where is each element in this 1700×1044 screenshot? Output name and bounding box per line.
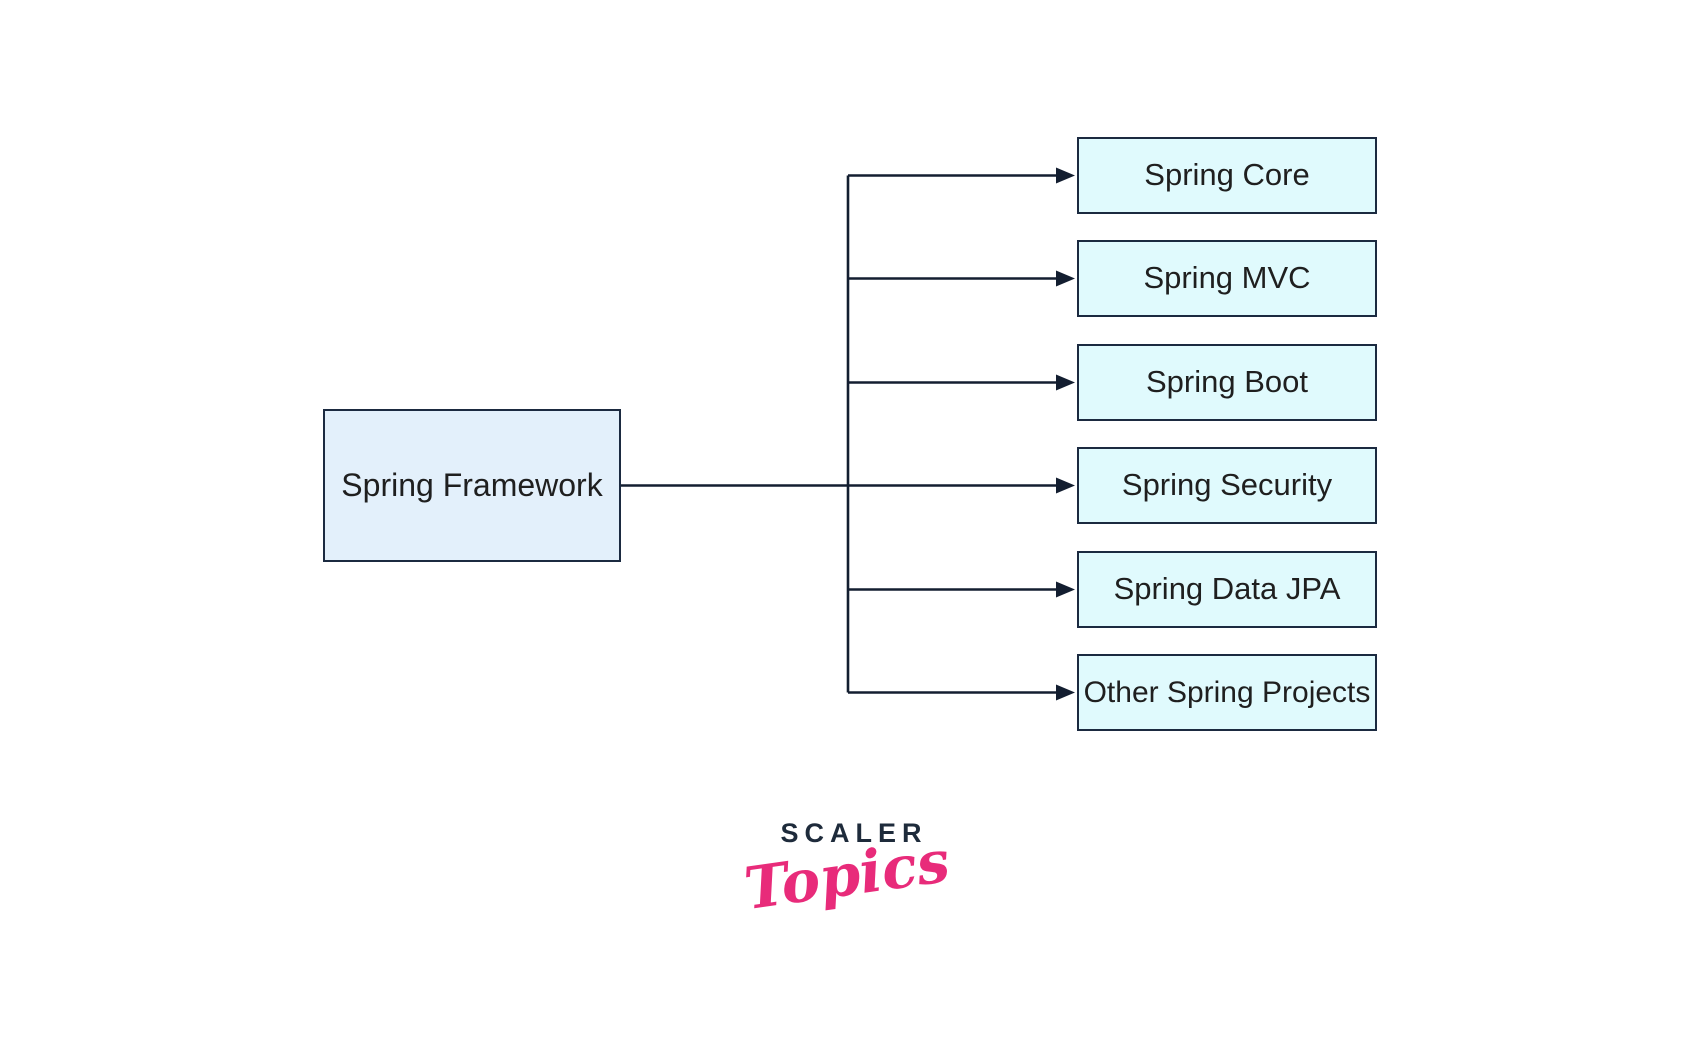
node-spring-boot: Spring Boot bbox=[1077, 344, 1377, 421]
node-label: Spring Core bbox=[1144, 157, 1310, 193]
scaler-wordmark: SCALER bbox=[780, 818, 928, 848]
node-label: Spring Security bbox=[1121, 467, 1333, 503]
arrowhead-icon bbox=[1056, 167, 1075, 184]
node-label: Spring Framework bbox=[341, 466, 603, 503]
arrowhead-icon bbox=[1056, 477, 1075, 494]
node-spring-mvc: Spring MVC bbox=[1077, 240, 1377, 317]
node-other-spring-projects: Other Spring Projects bbox=[1077, 654, 1377, 731]
arrowhead-icon bbox=[1056, 374, 1075, 391]
node-spring-data-jpa: Spring Data JPA bbox=[1077, 551, 1377, 628]
node-label: Spring Boot bbox=[1146, 364, 1308, 400]
node-spring-security: Spring Security bbox=[1077, 447, 1377, 524]
arrowhead-icon bbox=[1056, 684, 1075, 701]
arrowhead-icon bbox=[1056, 270, 1075, 287]
node-label: Spring Data JPA bbox=[1113, 571, 1341, 607]
node-spring-core: Spring Core bbox=[1077, 137, 1377, 214]
node-label: Spring MVC bbox=[1143, 260, 1311, 296]
topics-wordmark: Topics bbox=[740, 827, 954, 923]
node-spring-framework: Spring Framework bbox=[323, 409, 621, 562]
arrowhead-icon bbox=[1056, 581, 1075, 598]
node-label: Other Spring Projects bbox=[1083, 676, 1371, 709]
